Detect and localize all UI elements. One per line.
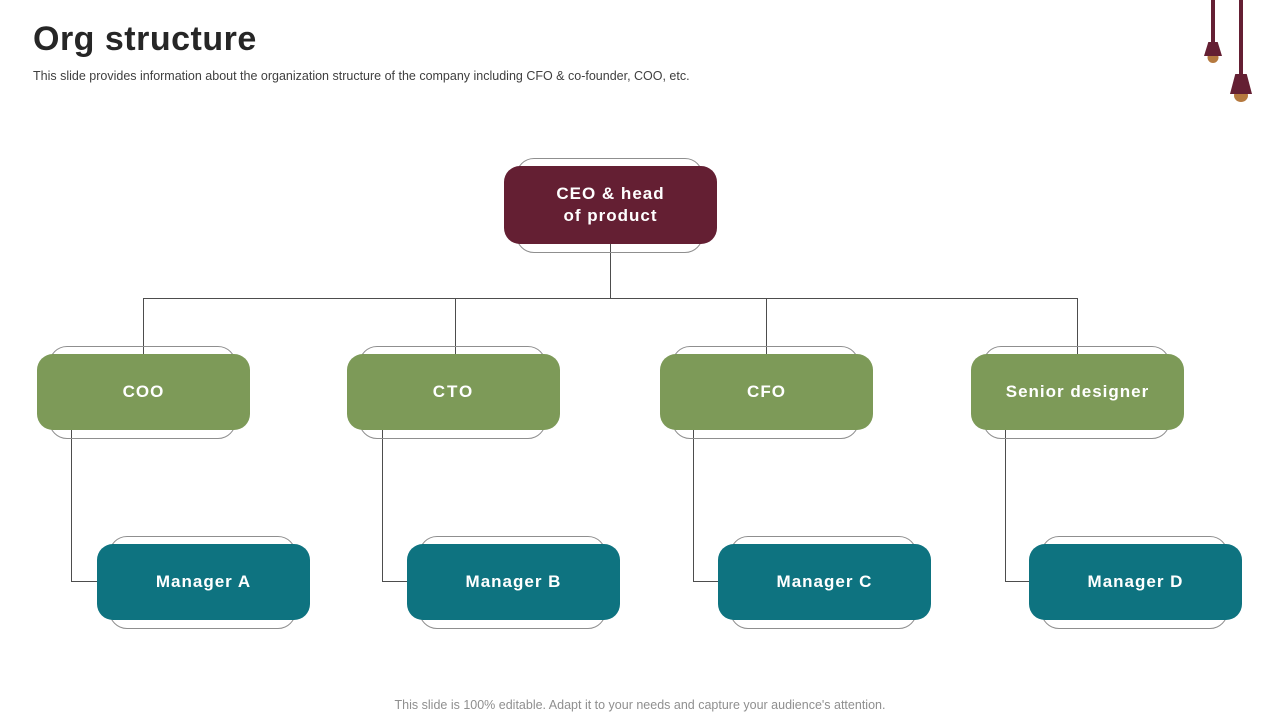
lamp-cord [1211,0,1215,44]
org-node-label: Manager A [97,544,310,620]
org-node-label: CFO [660,354,873,430]
org-node-manager-d[interactable]: Manager D [1029,536,1242,629]
connector-senior-managerD-v [1005,430,1006,582]
org-node-label: Manager C [718,544,931,620]
slide-subtitle: This slide provides information about th… [33,69,690,83]
lamp-cord [1239,0,1243,76]
lamp-bulb [1207,52,1219,63]
pendant-lamp-icon [1204,0,1222,64]
org-node-label: Manager D [1029,544,1242,620]
connector-senior-managerD-h [1005,581,1033,582]
connector-cfo-managerC-h [693,581,722,582]
page-title: Org structure [33,20,257,58]
connector-trunk [143,298,1078,299]
org-node-label: COO [37,354,250,430]
connector-coo-managerA-v [71,430,72,582]
lamp-shade [1230,74,1252,94]
connector-drop-cto [455,298,456,354]
slide-footer-note: This slide is 100% editable. Adapt it to… [394,698,886,712]
org-node-cfo[interactable]: CFO [660,346,873,439]
org-node-label: CEO & head of product [504,166,717,244]
connector-drop-cfo [766,298,767,354]
connector-cto-managerB-v [382,430,383,582]
pendant-lamp-icon [1230,0,1252,104]
connector-cto-managerB-h [382,581,411,582]
connector-coo-managerA-h [71,581,101,582]
org-node-manager-c[interactable]: Manager C [718,536,931,629]
org-node-manager-b[interactable]: Manager B [407,536,620,629]
org-node-label: CTO [347,354,560,430]
org-node-cto[interactable]: CTO [347,346,560,439]
org-node-label: Manager B [407,544,620,620]
connector-drop-coo [143,298,144,354]
connector-ceo-drop [610,243,611,298]
connector-cfo-managerC-v [693,430,694,582]
connector-drop-senior-designer [1077,298,1078,354]
lamp-shade [1204,42,1222,56]
org-node-manager-a[interactable]: Manager A [97,536,310,629]
org-node-senior-designer[interactable]: Senior designer [971,346,1184,439]
org-node-ceo[interactable]: CEO & head of product [504,158,717,253]
org-node-label: Senior designer [971,354,1184,430]
org-node-coo[interactable]: COO [37,346,250,439]
